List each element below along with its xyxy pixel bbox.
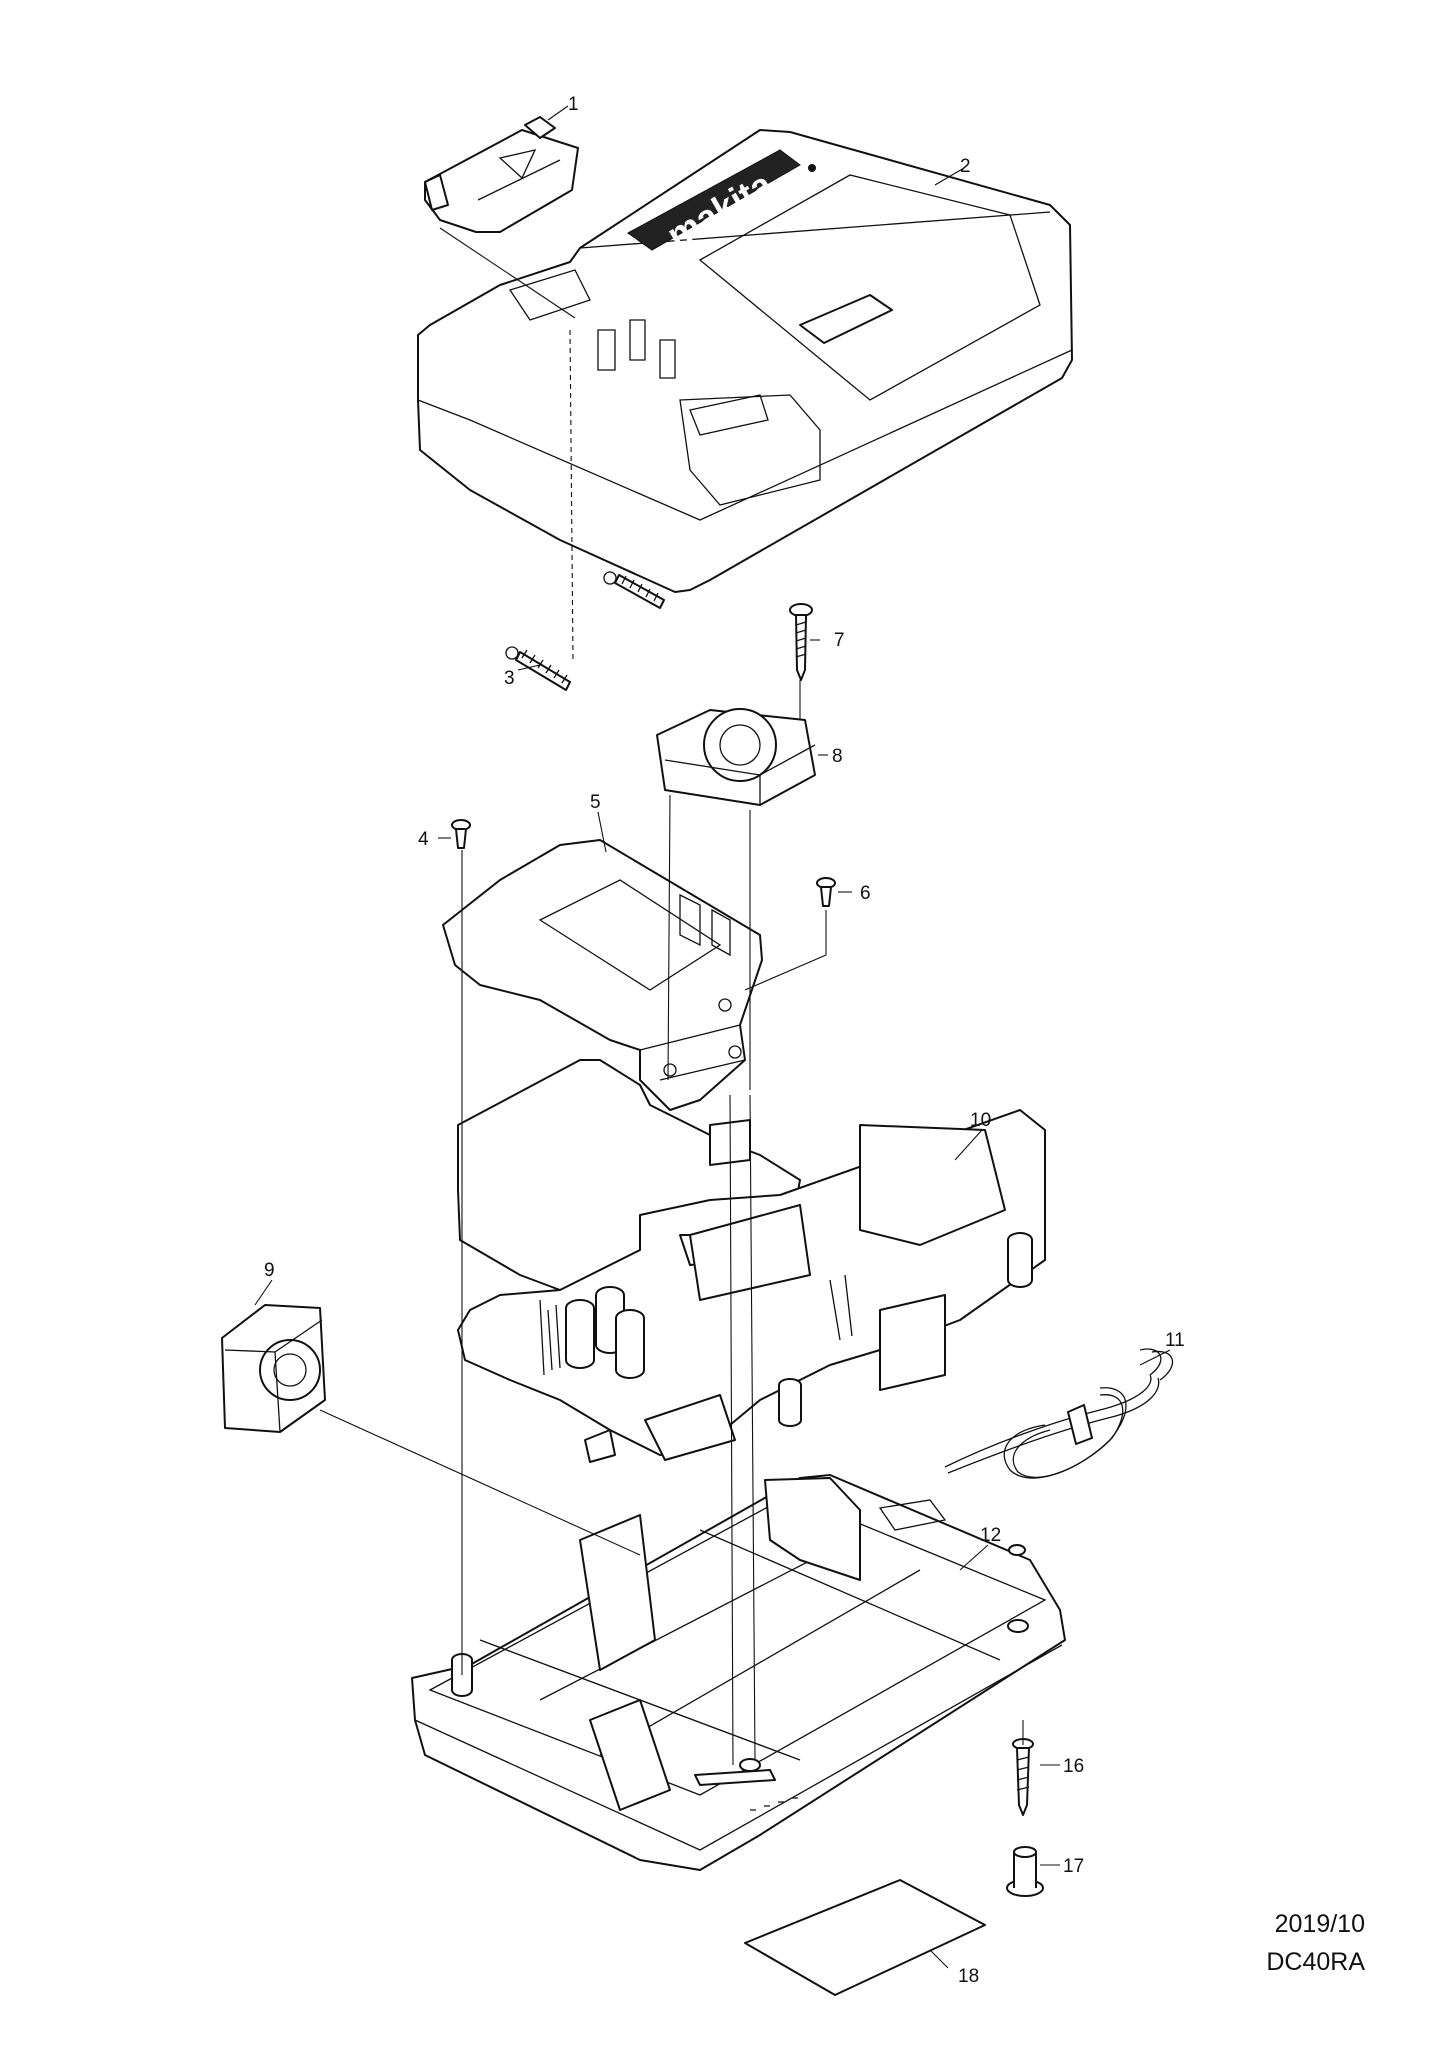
part-4-screw (451, 819, 471, 849)
callout-3: 3 (504, 668, 515, 689)
part-11-cable (944, 1348, 1174, 1479)
callout-16: 16 (1063, 1756, 1084, 1777)
callout-18: 18 (958, 1966, 979, 1987)
part-2-top-housing: makita (417, 129, 1073, 593)
diagram-date: 2019/10 (1274, 1910, 1365, 1938)
callout-5: 5 (590, 792, 601, 813)
part-9-fan (221, 1304, 326, 1433)
callout-7: 7 (834, 630, 845, 651)
model-number: DC40RA (1266, 1948, 1365, 1976)
callout-17: 17 (1063, 1856, 1084, 1877)
callout-11: 11 (1165, 1330, 1185, 1351)
callout-4: 4 (418, 829, 429, 850)
callout-10: 10 (970, 1110, 991, 1131)
part-16-screw (1012, 1738, 1034, 1816)
callout-12: 12 (980, 1525, 1001, 1546)
part-1-latch (424, 105, 579, 233)
part-6-screw (816, 877, 836, 907)
assembly-lines (319, 227, 1024, 1766)
part-8-fan (656, 708, 816, 806)
part-18-label (744, 1879, 986, 1996)
part-5-inner-frame (442, 839, 763, 1111)
part-7-screw (789, 603, 813, 681)
callout-9: 9 (264, 1260, 275, 1281)
leader-lines (254, 167, 1171, 1969)
callout-6: 6 (860, 883, 871, 904)
callout-2: 2 (960, 156, 971, 177)
callout-labels: 1 2 3 4 5 6 7 8 9 10 11 12 16 17 18 (264, 94, 1185, 1987)
part-12-base (411, 1474, 1066, 1871)
part-17-foot (1006, 1846, 1044, 1897)
callout-8: 8 (832, 746, 843, 767)
callout-1: 1 (568, 94, 579, 115)
part-3-springs (505, 571, 665, 691)
